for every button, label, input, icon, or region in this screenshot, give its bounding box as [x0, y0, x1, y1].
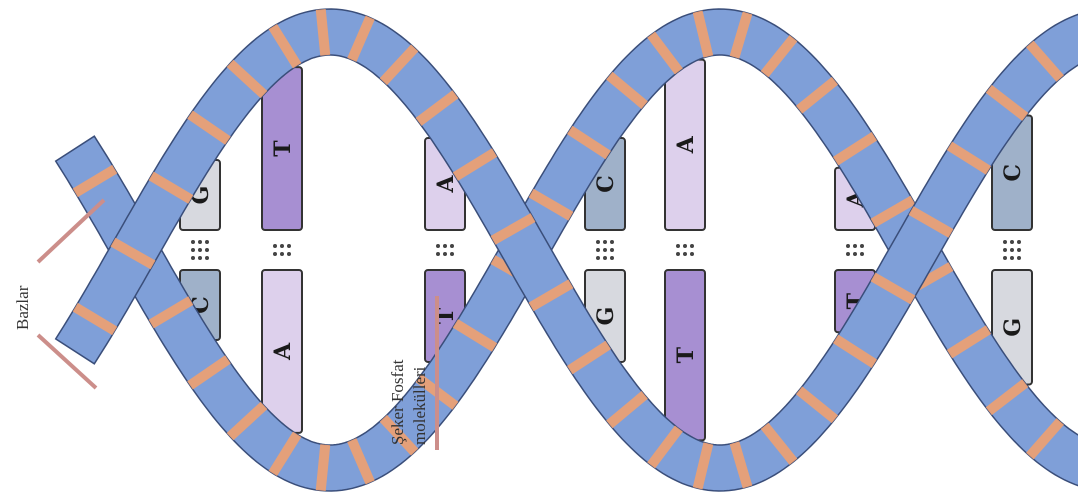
- hydrogen-bond-dot: [683, 252, 687, 256]
- hydrogen-bond-dot: [205, 240, 209, 244]
- base-top-letter: T: [270, 140, 296, 157]
- hydrogen-bond-dot: [198, 256, 202, 260]
- hydrogen-bond-dot: [690, 252, 694, 256]
- hydrogen-bond-dot: [603, 256, 607, 260]
- hydrogen-bond-dot: [603, 248, 607, 252]
- hydrogen-bond-dot: [273, 252, 277, 256]
- hydrogen-bond-dot: [198, 240, 202, 244]
- base-pair: AT: [665, 60, 705, 441]
- hydrogen-bond-dot: [860, 252, 864, 256]
- base-top-letter: A: [673, 135, 699, 154]
- hydrogen-bond-dot: [596, 248, 600, 252]
- bases-pointer-line-upper: [38, 200, 104, 262]
- hydrogen-bond-dot: [853, 244, 857, 248]
- hydrogen-bond-dot: [450, 244, 454, 248]
- sugar-phosphate-strand-front: [56, 9, 1078, 491]
- hydrogen-bond-dot: [205, 248, 209, 252]
- hydrogen-bond-dot: [853, 252, 857, 256]
- hydrogen-bond-dot: [191, 240, 195, 244]
- hydrogen-bond-dot: [280, 244, 284, 248]
- hydrogen-bond-dot: [846, 252, 850, 256]
- hydrogen-bond-dot: [450, 252, 454, 256]
- hydrogen-bond-dot: [610, 240, 614, 244]
- sugar-phosphate-label-line1: Şeker Fosfat: [388, 359, 407, 445]
- hydrogen-bond-dot: [191, 256, 195, 260]
- base-bottom-letter: T: [673, 346, 699, 363]
- base-top-letter: C: [1000, 164, 1026, 182]
- hydrogen-bond-dot: [1010, 240, 1014, 244]
- hydrogen-bond-dot: [436, 244, 440, 248]
- hydrogen-bond-dot: [1003, 240, 1007, 244]
- hydrogen-bond-dot: [205, 256, 209, 260]
- hydrogen-bond-dot: [1017, 240, 1021, 244]
- hydrogen-bond-dot: [1010, 256, 1014, 260]
- base-bottom-letter: A: [270, 342, 296, 361]
- hydrogen-bond-dot: [676, 252, 680, 256]
- hydrogen-bond-dot: [596, 256, 600, 260]
- hydrogen-bond-dot: [683, 244, 687, 248]
- hydrogen-bond-dot: [596, 240, 600, 244]
- hydrogen-bond-dot: [191, 248, 195, 252]
- hydrogen-bond-dot: [287, 252, 291, 256]
- hydrogen-bond-dot: [443, 252, 447, 256]
- hydrogen-bond-dot: [1010, 248, 1014, 252]
- hydrogen-bond-dot: [676, 244, 680, 248]
- hydrogen-bond-dot: [1003, 248, 1007, 252]
- bases-label: Bazlar: [13, 285, 32, 330]
- strand-a-band: [56, 9, 1078, 491]
- hydrogen-bond-dot: [610, 248, 614, 252]
- hydrogen-bond-dot: [846, 244, 850, 248]
- hydrogen-bond-dot: [860, 244, 864, 248]
- sugar-phosphate-label-line2: molekülleri: [410, 366, 429, 445]
- hydrogen-bond-dot: [443, 244, 447, 248]
- hydrogen-bond-dot: [287, 244, 291, 248]
- base-top-letter: C: [593, 175, 619, 193]
- hydrogen-bond-dot: [273, 244, 277, 248]
- hydrogen-bond-dot: [1017, 256, 1021, 260]
- base-bottom-letter: G: [1000, 318, 1026, 337]
- hydrogen-bond-dot: [1003, 256, 1007, 260]
- hydrogen-bond-dot: [603, 240, 607, 244]
- hydrogen-bond-dot: [1017, 248, 1021, 252]
- base-pair: TA: [262, 67, 302, 433]
- hydrogen-bond-dot: [198, 248, 202, 252]
- hydrogen-bond-dot: [610, 256, 614, 260]
- hydrogen-bond-dot: [280, 252, 284, 256]
- hydrogen-bond-dot: [690, 244, 694, 248]
- hydrogen-bond-dot: [436, 252, 440, 256]
- base-bottom-letter: G: [593, 307, 619, 326]
